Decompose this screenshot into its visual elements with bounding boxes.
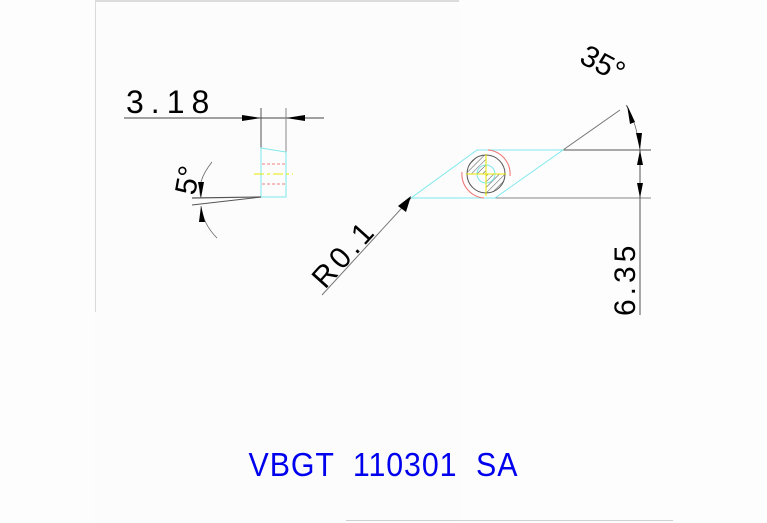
drawing-sheet — [95, 0, 459, 523]
top-view — [321, 104, 651, 315]
drawing-frame — [95, 0, 459, 312]
inscribed-circle-label: 6.35 — [609, 242, 642, 316]
included-angle-label: 35° — [575, 39, 631, 89]
arrow-icon — [637, 150, 643, 165]
arrow-icon — [242, 115, 261, 121]
arrow-icon — [286, 115, 305, 121]
arrow-icon — [637, 183, 643, 198]
arrow-icon — [198, 182, 204, 198]
arrow-icon — [636, 133, 642, 150]
bottom-border-line — [346, 520, 673, 521]
part-number-title: VBGT 110301 SA — [248, 446, 519, 483]
arrow-icon — [199, 206, 205, 222]
corner-radius-label: R0.1 — [306, 214, 384, 295]
thickness-dimension-label: 3.18 — [126, 84, 216, 120]
clearance-angle-label: 5° — [169, 163, 206, 197]
arrow-icon — [627, 105, 635, 124]
arrow-icon — [398, 196, 411, 212]
side-view — [124, 108, 324, 239]
